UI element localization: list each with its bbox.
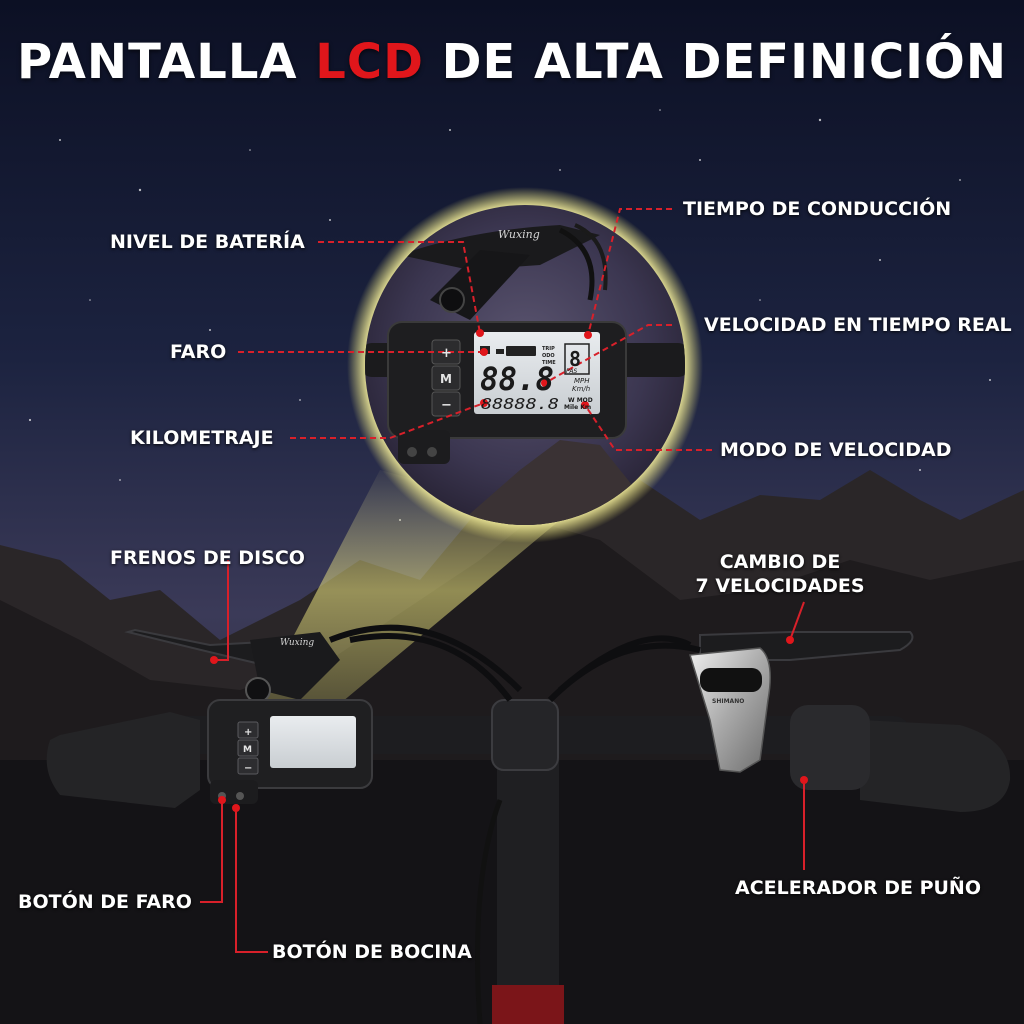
title-part-2: DE ALTA DEFINICIÓN xyxy=(423,34,1008,90)
lens-time-label: TIME xyxy=(542,360,556,366)
main-btn-minus: − xyxy=(244,763,252,774)
lens-pas-label: PAS xyxy=(566,368,577,375)
control-buttons-housing xyxy=(210,780,258,804)
lens-odometer-readout: 88888.8 xyxy=(481,395,559,413)
lcd-screen xyxy=(270,716,356,768)
label-disc-brakes: FRENOS DE DISCO xyxy=(110,547,305,569)
label-battery-level: NIVEL DE BATERÍA xyxy=(110,231,305,253)
throttle-grip xyxy=(790,705,870,790)
battery-indicator xyxy=(506,346,536,356)
stem-clamp xyxy=(491,699,559,771)
brake-cables xyxy=(328,624,523,702)
lens-btn-m: M xyxy=(440,372,452,386)
lens-btn-minus: − xyxy=(441,398,452,413)
label-gear-shift-line-2: 7 VELOCIDADES xyxy=(695,575,865,597)
label-realtime-speed: VELOCIDAD EN TIEMPO REAL xyxy=(704,314,1012,336)
page-title: PANTALLA LCD DE ALTA DEFINICIÓN xyxy=(0,34,1024,90)
label-ride-time: TIEMPO DE CONDUCCIÓN xyxy=(683,198,952,220)
label-odometer: KILOMETRAJE xyxy=(130,427,274,449)
title-part-1: PANTALLA xyxy=(16,34,316,90)
left-grip xyxy=(46,712,200,808)
lens-unit-mph: MPH xyxy=(574,377,590,385)
title-highlight: LCD xyxy=(315,34,424,90)
label-speed-mode: MODO DE VELOCIDAD xyxy=(720,439,952,461)
lens-unit-mode: W MOD xyxy=(568,397,593,404)
label-light-button: BOTÓN DE FARO xyxy=(18,891,192,913)
lens-btn-plus: + xyxy=(441,346,452,361)
lens-unit-kmh: Km/h xyxy=(572,385,590,393)
lens-speed-readout: 88.8 xyxy=(480,360,554,398)
label-throttle: ACELERADOR DE PUÑO xyxy=(735,877,981,899)
label-gear-shift-line-1: CAMBIO DE xyxy=(719,551,841,573)
main-btn-m: M xyxy=(243,745,252,755)
label-gear-shift: CAMBIO DE 7 VELOCIDADES xyxy=(690,550,870,598)
label-horn-button: BOTÓN DE BOCINA xyxy=(272,941,472,963)
main-display-brand: Wuxing xyxy=(280,638,314,648)
right-grip xyxy=(860,720,1011,812)
lens-odo-label: ODO xyxy=(542,353,555,359)
leader-dots xyxy=(210,329,808,812)
lens-unit-distance: Mile Km xyxy=(564,404,591,411)
lens-trip-label: TRIP xyxy=(542,346,555,352)
leader-lines xyxy=(238,208,712,451)
label-headlight: FARO xyxy=(170,341,227,363)
main-btn-plus: + xyxy=(244,727,252,738)
stem xyxy=(497,700,559,1024)
lens-display-brand: Wuxing xyxy=(498,228,540,241)
shifter-brand: SHIMANO xyxy=(712,698,744,705)
lens-lcd-screen xyxy=(474,332,600,414)
lens-pas-level: 8 xyxy=(569,347,581,371)
lens-brake-lever xyxy=(400,225,600,270)
